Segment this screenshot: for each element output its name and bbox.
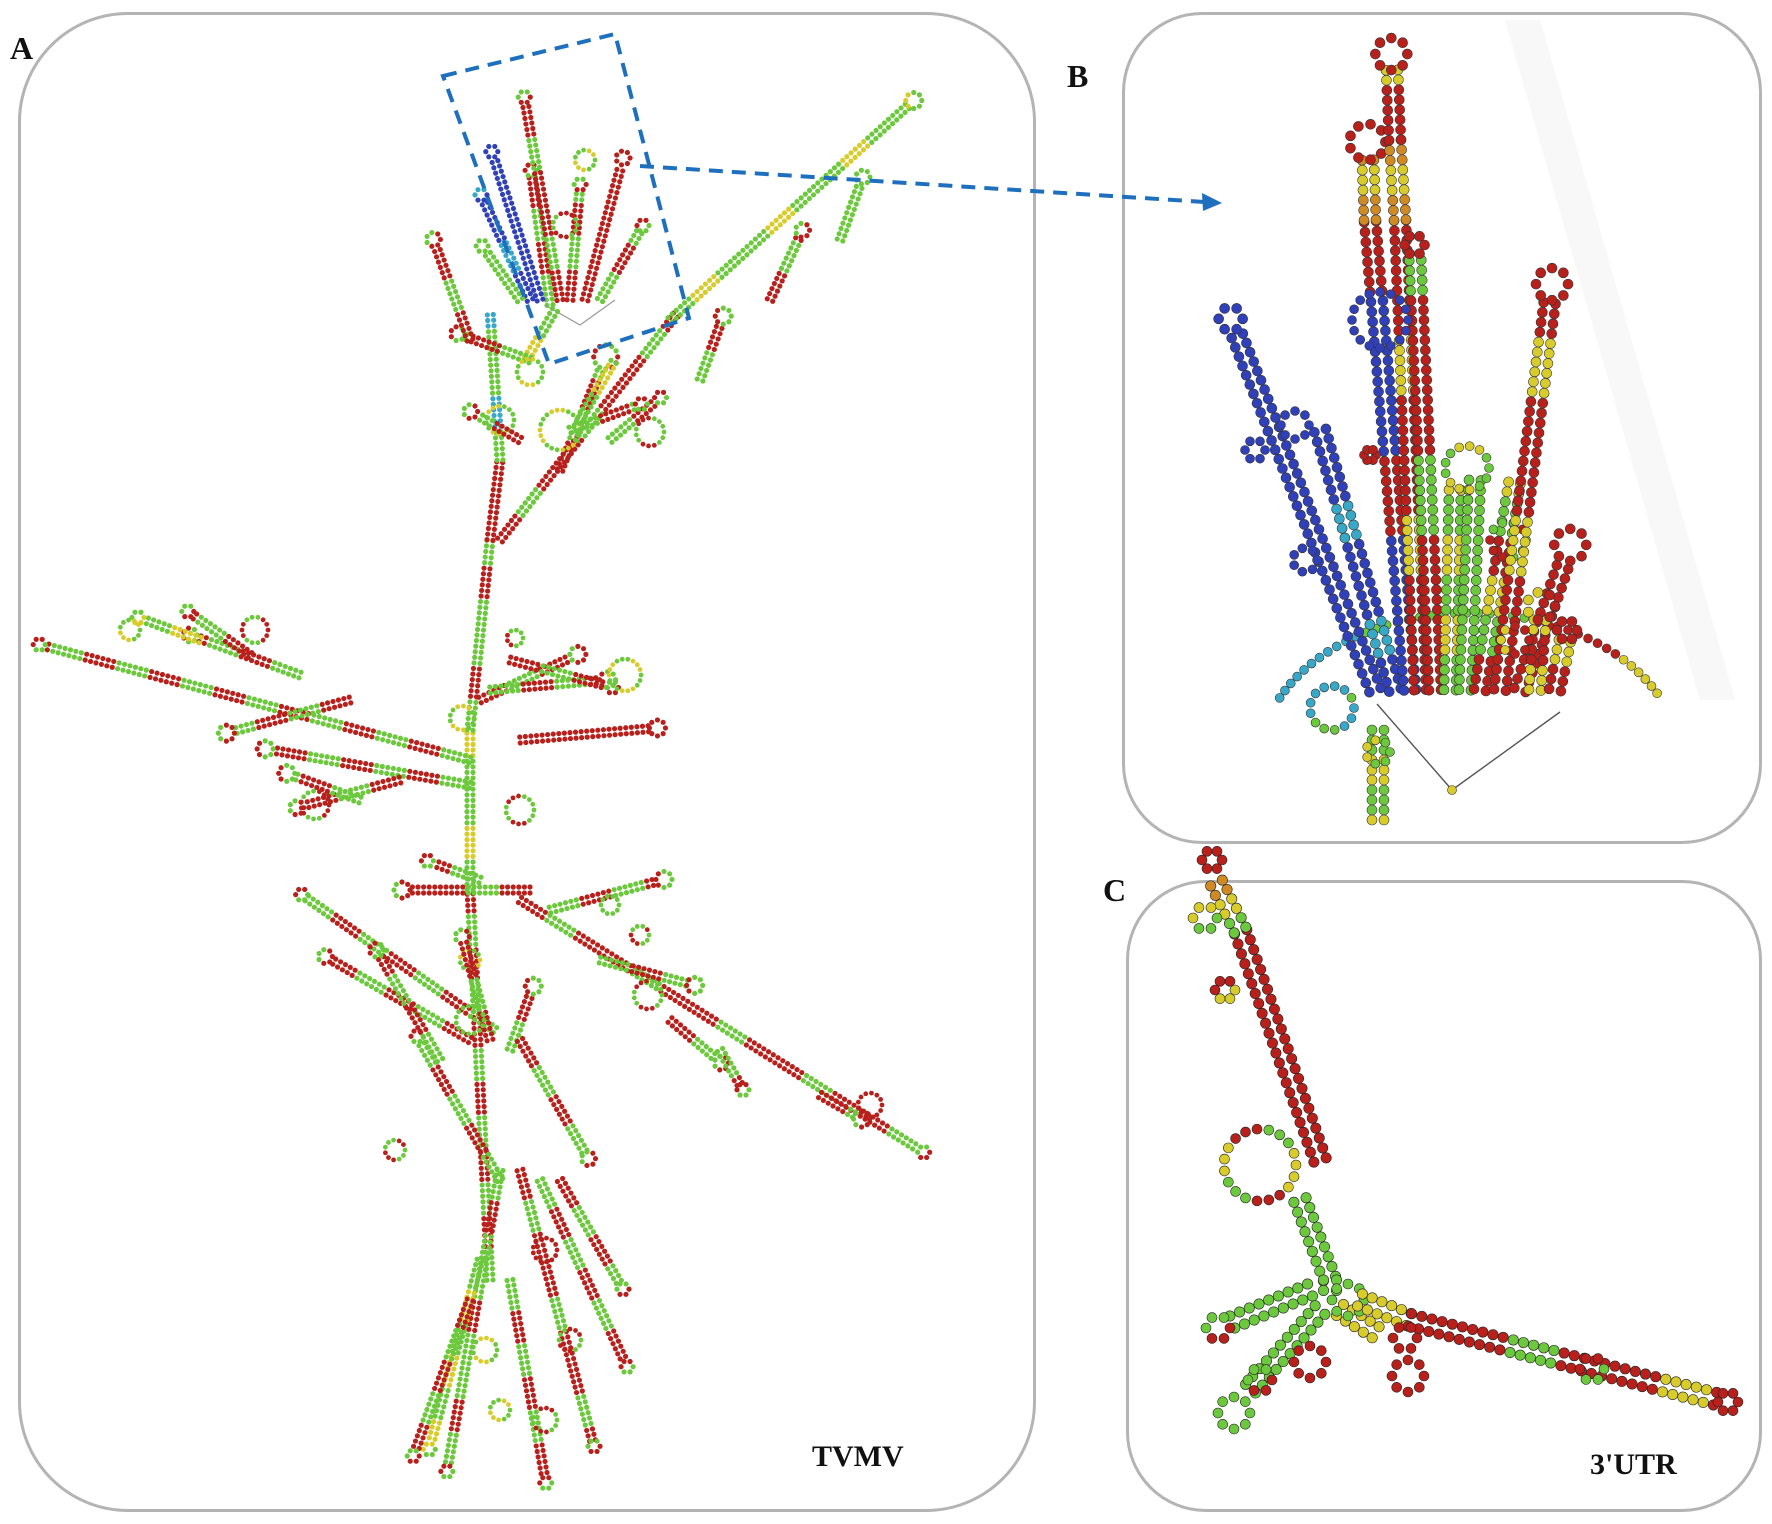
zoom-callout: [440, 31, 1222, 367]
panel-c-label: C: [1103, 872, 1127, 908]
zoom-region-box: [440, 31, 692, 367]
panel-c-structure: [1187, 846, 1744, 1435]
panel-a-label: A: [10, 30, 34, 66]
panel-a-structure: [30, 89, 933, 1491]
zoom-arrow-head: [1202, 193, 1222, 211]
zoom-arrow-line: [639, 164, 1206, 204]
panel-a-caption: TVMV: [812, 1440, 904, 1473]
panel-b-structure: [1213, 20, 1735, 826]
panel-b-label: B: [1067, 58, 1089, 94]
panel-c-caption: 3'UTR: [1590, 1448, 1677, 1481]
